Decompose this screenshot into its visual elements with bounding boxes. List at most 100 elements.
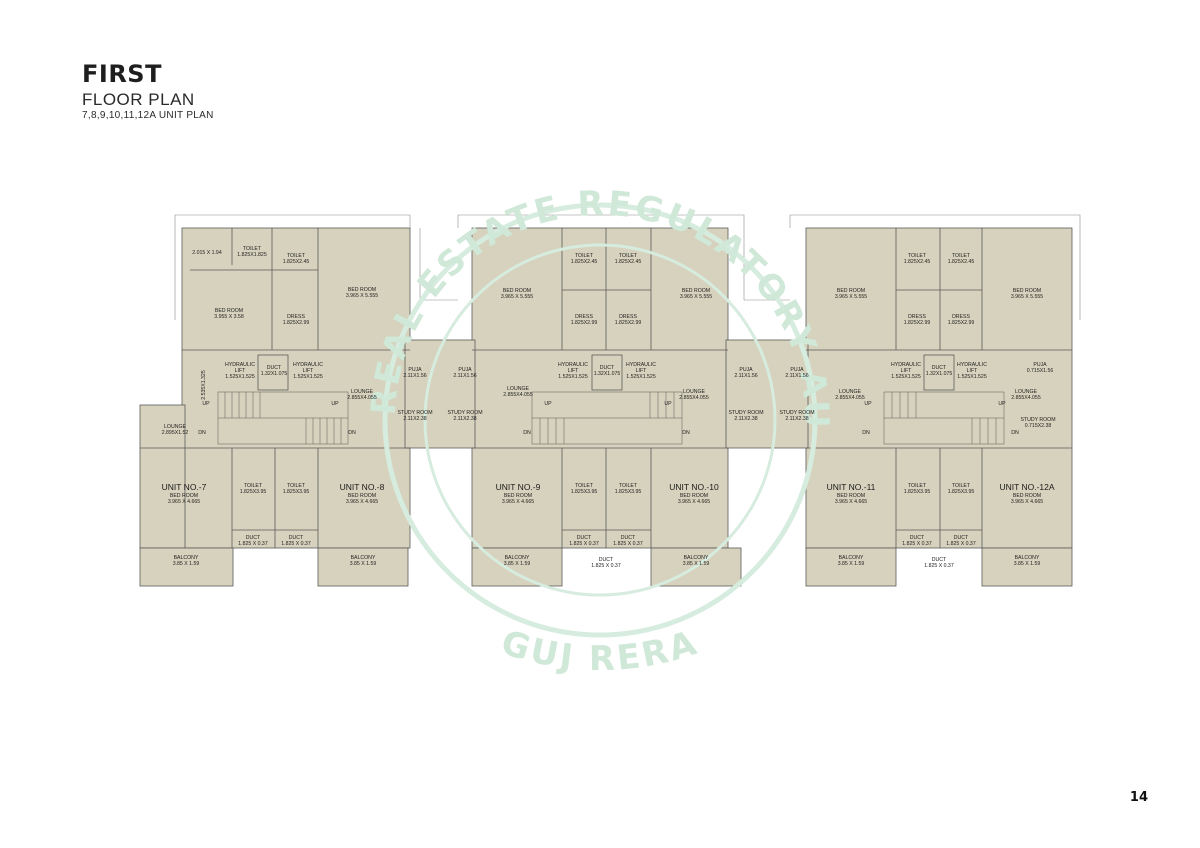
room-label: HYDRAULIC [558, 362, 588, 368]
room-label: TOILET [908, 253, 927, 259]
room-label: BALCONY [351, 555, 376, 561]
dim-label: 3.965 X 5.555 [346, 293, 378, 299]
room-label: DUCT [246, 535, 261, 541]
room-label: STUDY ROOM [779, 410, 814, 416]
stair-up: UP [331, 401, 339, 407]
room-label: BED ROOM [348, 493, 376, 499]
room-label: LIFT [967, 368, 978, 374]
room-label: LOUNGE [1015, 389, 1037, 395]
roof-outline [174, 214, 1081, 320]
page-subtitle: FLOOR PLAN [82, 90, 195, 109]
dim-label: 2.11X1.56 [785, 373, 808, 379]
dim-label: 2.855X4.055 [503, 392, 533, 398]
dim-label: 1.32X1.075 [926, 371, 953, 377]
page-number: 14 [1129, 790, 1148, 805]
dim-label: 1.825 X 0.37 [613, 541, 643, 547]
room-label: DUCT [621, 535, 636, 541]
dim-label: 1.825 X 0.37 [591, 563, 621, 569]
room-label: LOUNGE [351, 389, 373, 395]
dim-label: 1.525X1.525 [558, 374, 588, 380]
dim-label: 3.965 X 5.555 [501, 294, 533, 300]
room-label: TOILET [952, 253, 971, 259]
dim-label: 0.715X2.38 [1025, 423, 1052, 429]
room-labels-block-c: TOILET 1.825X2.45 TOILET 1.825X2.45 BED … [827, 253, 1056, 569]
room-label: LOUNGE [507, 386, 529, 392]
dim-label: 0.715X1.56 [1027, 368, 1054, 374]
room-label: TOILET [244, 483, 263, 489]
dim-label: 2.855X4.055 [1011, 395, 1041, 401]
room-label: BALCONY [1015, 555, 1040, 561]
dim-label: 3.85 X 1.59 [838, 561, 865, 567]
room-label: TOILET [287, 483, 306, 489]
unit-label-10: UNIT NO.-10 [669, 482, 719, 492]
stair-up: UP [202, 401, 210, 407]
room-label: BED ROOM [837, 288, 865, 294]
stair-down: DN [682, 430, 690, 436]
dim-label: 2.11X1.56 [453, 373, 476, 379]
room-label: BED ROOM [215, 308, 243, 314]
dim-label: 1.825X2.45 [615, 259, 642, 265]
room-label: BED ROOM [1013, 288, 1041, 294]
room-label: HYDRAULIC [293, 362, 323, 368]
dim-label: 3.85 X 1.59 [683, 561, 710, 567]
stair-down: DN [862, 430, 870, 436]
room-label: BED ROOM [170, 493, 198, 499]
dim-label: 2.855X4.055 [835, 395, 865, 401]
page-title: FIRST [82, 60, 162, 88]
unit-label-12a: UNIT NO.-12A [999, 482, 1054, 492]
room-label: TOILET [619, 483, 638, 489]
room-label: PUJA [790, 367, 804, 373]
stair-down: DN [523, 430, 531, 436]
room-label: TOILET [243, 246, 262, 252]
unit-plan-caption: 7,8,9,10,11,12A UNIT PLAN [82, 110, 214, 121]
interior-walls [140, 228, 1072, 548]
dim-label: 2.535X1.325 [201, 370, 207, 400]
room-label: PUJA [458, 367, 472, 373]
room-label: DUCT [577, 535, 592, 541]
room-labels-connector-ab: PUJA 2.11X1.56 PUJA 2.11X1.56 STUDY ROOM… [397, 367, 482, 422]
dim-label: 2.895X1.52 [162, 430, 189, 436]
room-labels-block-b: TOILET 1.825X2.45 TOILET 1.825X2.45 BED … [496, 253, 719, 569]
dim-label: 1.825X3.95 [615, 489, 642, 495]
room-label: DRESS [619, 314, 637, 320]
room-label: DRESS [908, 314, 926, 320]
room-label: LOUNGE [164, 424, 186, 430]
room-label: BED ROOM [837, 493, 865, 499]
room-label: DUCT [932, 557, 947, 563]
dim-label: 1.825X3.95 [948, 489, 975, 495]
dim-label: 1.825X2.45 [571, 259, 598, 265]
dim-label: 3.965 X 4.665 [1011, 499, 1043, 505]
dim-label: 2.015 X 1.94 [192, 250, 222, 256]
dim-label: 1.825X2.45 [283, 259, 310, 265]
room-label: TOILET [287, 253, 306, 259]
stair-up: UP [664, 401, 672, 407]
room-label: HYDRAULIC [957, 362, 987, 368]
dim-label: 1.825X1.825 [237, 252, 267, 258]
unit-label-7: UNIT NO.-7 [162, 482, 207, 492]
room-label: LIFT [901, 368, 912, 374]
watermark-bottom-text: GUJ RERA [496, 623, 703, 680]
dim-label: 2.855X4.055 [679, 395, 709, 401]
room-label: HYDRAULIC [891, 362, 921, 368]
room-label: TOILET [575, 253, 594, 259]
room-label: DUCT [289, 535, 304, 541]
dim-label: 2.855X4.055 [347, 395, 377, 401]
dim-label: 1.525X1.525 [891, 374, 921, 380]
dim-label: 1.825X2.99 [571, 320, 598, 326]
room-label: LIFT [636, 368, 647, 374]
room-labels-block-a: 2.015 X 1.94 TOILET 1.825X1.825 TOILET 1… [162, 246, 385, 567]
dim-label: 1.825 X 0.37 [281, 541, 311, 547]
dim-label: 1.825X2.99 [948, 320, 975, 326]
dim-label: 2.11X2.38 [785, 416, 808, 422]
dim-label: 1.825 X 0.37 [569, 541, 599, 547]
room-label: DRESS [287, 314, 305, 320]
room-label: BED ROOM [1013, 493, 1041, 499]
dim-label: 2.11X2.38 [403, 416, 426, 422]
dim-label: 1.525X1.525 [225, 374, 255, 380]
room-label: BALCONY [684, 555, 709, 561]
dim-label: 1.525X1.525 [626, 374, 656, 380]
dim-label: 3.965 X 4.665 [835, 499, 867, 505]
dim-label: 3.965 X 5.555 [680, 294, 712, 300]
room-label: HYDRAULIC [626, 362, 656, 368]
